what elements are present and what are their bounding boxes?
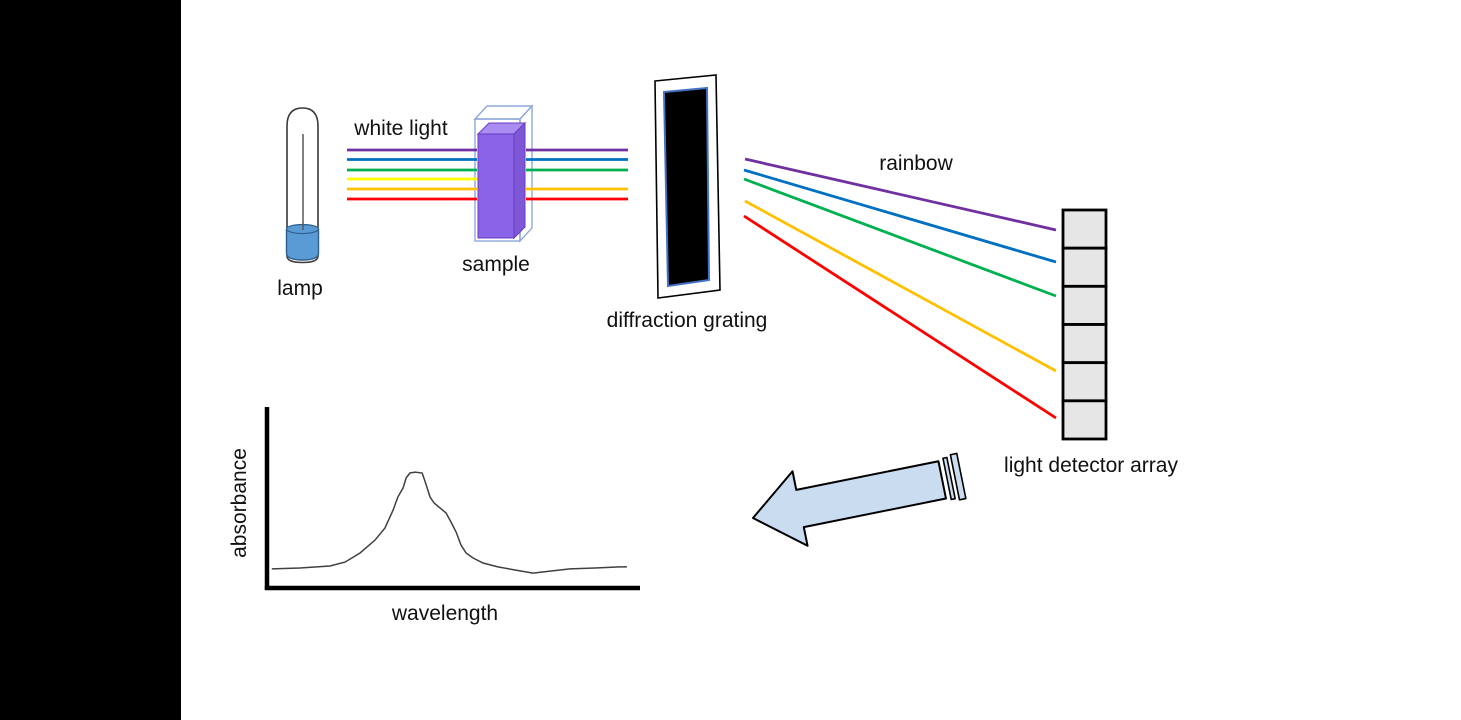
label-sample: sample: [462, 253, 530, 276]
light-ray: [744, 157, 1057, 232]
arrow-tail-stripe: [949, 452, 967, 501]
rainbow-beams: [743, 157, 1057, 420]
absorbance-curve: [271, 471, 627, 574]
label-light-detector-array: light detector array: [1004, 454, 1178, 477]
absorbance-chart: [264, 407, 640, 591]
grating-slit: [662, 86, 711, 288]
arrow-body: [752, 460, 947, 547]
transmitted-beams: [526, 148, 628, 201]
label-lamp: lamp: [277, 277, 323, 300]
chart-y-axis-label: absorbance: [228, 448, 251, 558]
detector-cell: [1061, 361, 1108, 403]
light-ray: [743, 214, 1057, 420]
chart-x-axis-label: wavelength: [391, 602, 499, 625]
sample-front-face: [477, 133, 515, 239]
detector-cell: [1061, 399, 1108, 441]
light-ray: [744, 199, 1057, 373]
lamp-liquid: [285, 229, 320, 261]
sample-side-face: [513, 121, 526, 240]
light-ray: [743, 168, 1057, 264]
cuvette-top-face: [473, 105, 534, 120]
label-diffraction-grating: diffraction grating: [606, 309, 768, 332]
light-ray: [743, 177, 1057, 298]
label-white-light: white light: [354, 117, 448, 140]
arrow-tail-stripe: [942, 456, 956, 501]
diffraction-grating-icon: [654, 74, 721, 299]
detector-cell: [1061, 246, 1108, 288]
detector-cell: [1061, 323, 1108, 365]
arrow-icon: [752, 452, 967, 547]
detector-cell: [1061, 208, 1108, 250]
label-rainbow: rainbow: [879, 152, 953, 175]
white-light-beams: [347, 148, 477, 201]
detector-cell: [1061, 284, 1108, 326]
lamp-icon: [285, 107, 320, 264]
left-black-bar: [0, 0, 181, 720]
sample-icon: [476, 121, 527, 240]
light-detector-array-icon: [1061, 208, 1108, 441]
